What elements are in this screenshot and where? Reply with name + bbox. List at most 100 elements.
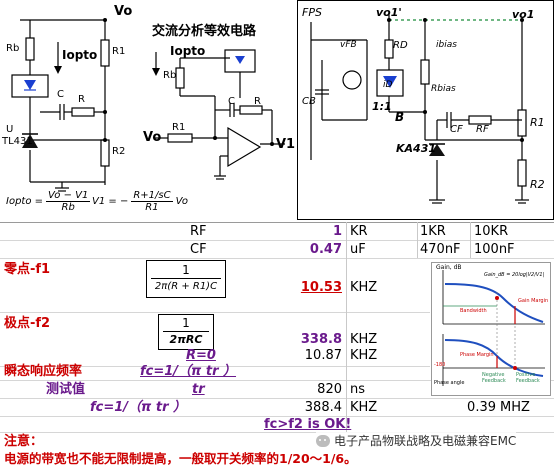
fps-cb-label: CB [302, 96, 316, 107]
ac-vo-label: Vo [143, 130, 162, 145]
fps-vfb-label: vFB [340, 40, 357, 50]
ac-r-label: R [254, 96, 261, 107]
fc-mhz-value: 0.39 [467, 400, 496, 415]
ac-circuit-title: 交流分析等效电路 [152, 24, 257, 39]
tr-value[interactable]: 820 [317, 382, 342, 397]
fps-r2-label: R2 [530, 178, 545, 191]
fps-rbias-label: Rbias [431, 84, 456, 94]
fps-vo1-label: vo1 [512, 8, 535, 21]
pole-formula-den: 2πRC [169, 333, 203, 346]
rf-label: RF [190, 224, 207, 239]
grid-line [470, 222, 471, 258]
ac-r1-label: R1 [172, 122, 186, 133]
dc-circuit-diagram [11, 18, 110, 192]
zero-f1-label: 零点-f1 [4, 262, 51, 277]
fps-ratio-label: 1:1 [372, 100, 392, 113]
zero-formula-den: 2π(R + R1)C [154, 281, 218, 292]
fc-unit: KHZ [350, 400, 378, 415]
gain-curve [444, 283, 544, 323]
cf-option-2: 100nF [474, 242, 515, 257]
grid-line [0, 222, 554, 223]
rf-option-2: 10KR [474, 224, 509, 239]
bode-pos-feedback: Positive Feedback [516, 372, 540, 384]
grid-line [0, 398, 554, 399]
v1-formula: V1 = − R+1/sC R1 Vo [92, 190, 188, 213]
cf-value[interactable]: 0.47 [309, 242, 342, 257]
dc-r2-label: R2 [112, 146, 126, 157]
dc-iopto-label: Iopto [62, 48, 98, 62]
grid-line [0, 432, 554, 433]
fps-cf-label: CF [450, 124, 463, 135]
v1-formula-lhs: V1 = − [92, 196, 129, 207]
tr-unit: ns [350, 382, 366, 397]
fps-id-label: iD [383, 80, 393, 90]
grid-line [0, 312, 430, 313]
bode-plot [442, 270, 545, 386]
fps-circuit-diagram [310, 14, 529, 204]
grid-line [0, 366, 430, 367]
dc-rb-label: Rb [6, 43, 20, 54]
cf-option-1: 470nF [420, 242, 461, 257]
wechat-icon [316, 434, 330, 447]
grid-line [417, 222, 418, 258]
rf-option-1: 1KR [420, 224, 446, 239]
bode-gain-label: Gain, dB [436, 264, 462, 271]
ac-rb-label: Rb [163, 70, 177, 81]
bode-neg-feedback: Negative Feedback [482, 372, 506, 384]
dc-u-label: U [6, 124, 14, 135]
dc-tl431-label: TL431 [2, 136, 33, 147]
r0-label: R=0 [186, 348, 216, 363]
iopto-fraction: Vo − V1 Rb [46, 190, 91, 213]
grid-line [346, 222, 347, 432]
zero-formula: 1 2π(R + R1)C [146, 260, 226, 298]
ac-v1-label: V1 [276, 137, 296, 152]
cf-unit: uF [350, 242, 366, 257]
dc-r-label: R [78, 94, 85, 105]
tr-label: tr [192, 382, 205, 397]
rf-unit: KR [350, 224, 368, 239]
bode-phase-margin: Phase Margin [460, 352, 494, 358]
dc-r1-label: R1 [112, 46, 126, 57]
zero-f1-unit: KHZ [350, 280, 378, 295]
fps-b-label: B [395, 110, 405, 124]
pole-formula-num: 1 [163, 316, 209, 332]
note-text: 电源的带宽也不能无限制提高，一般取开关频率的1/20～1/6。 [4, 451, 357, 466]
fps-rf-label: RF [476, 124, 489, 135]
pole-f2-unit: KHZ [350, 332, 378, 347]
iopto-den: Rb [61, 202, 75, 213]
grid-line [0, 258, 554, 259]
fps-ka431-label: KA431 [396, 142, 436, 155]
fc-label: fc=1/（π tr ） [90, 400, 187, 415]
calc-spreadsheet: RF 1 KR 1KR 10KR CF 0.47 uF 470nF 100nF … [0, 222, 554, 467]
dc-c-label: C [57, 89, 64, 100]
bode-gain-margin: Gain Margin [518, 298, 549, 304]
fc-ok-text: fc>f2 is OK! [264, 417, 352, 432]
rf-value[interactable]: 1 [332, 224, 342, 239]
cf-label: CF [190, 242, 207, 257]
ac-iopto-label: Iopto [170, 44, 206, 58]
zero-formula-num: 1 [151, 263, 221, 279]
pole-f2-value: 338.8 [300, 332, 342, 347]
ac-circuit-diagram [152, 49, 285, 180]
v1-fraction: R+1/sC R1 [131, 190, 173, 213]
fps-ibias-label: ibias [436, 40, 457, 50]
fps-r1-label: R1 [530, 116, 545, 129]
bode-gain-eq: Gain_dB = 20log|V2/V1| [484, 272, 545, 278]
v1-num: R+1/sC [131, 190, 173, 202]
dc-vo-label: Vo [114, 4, 133, 19]
fc-formula: fc=1/（π tr ） [140, 364, 237, 379]
pole-f2-label: 极点-f2 [4, 316, 51, 331]
transient-label: 瞬态响应频率 [4, 364, 83, 379]
note-label: 注意： [4, 434, 44, 449]
grid-line [0, 380, 554, 381]
watermark-text: 电子产品物联战略及电磁兼容EMC [334, 434, 517, 448]
fc-value: 388.4 [304, 400, 342, 415]
fps-label: FPS [302, 6, 322, 19]
fps-rd-label: RD [393, 40, 408, 51]
fc-mhz-unit: MHZ [500, 400, 530, 415]
iopto-formula-lhs: Iopto = [6, 196, 44, 207]
zero-f1-value: 10.53 [300, 280, 342, 295]
iopto-formula: Iopto = Vo − V1 Rb [6, 190, 91, 213]
iopto-num: Vo − V1 [46, 190, 91, 202]
v1-den: R1 [145, 202, 159, 213]
